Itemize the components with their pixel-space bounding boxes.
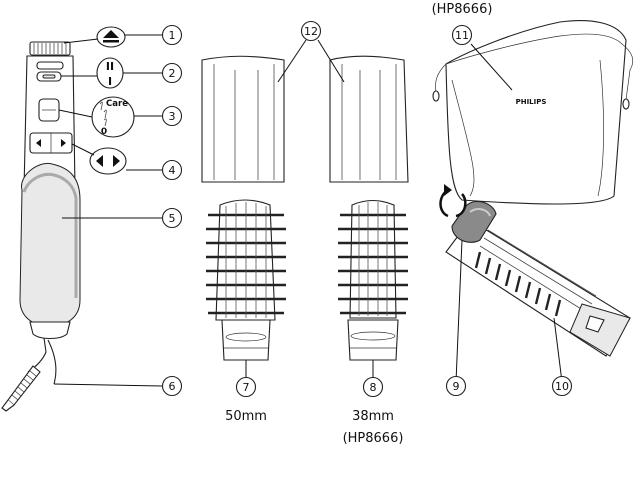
svg-text:1: 1	[169, 29, 176, 42]
storage-pouch: PHILIPS	[432, 20, 634, 205]
brand-label: PHILIPS	[516, 98, 547, 106]
callout-4: 4	[161, 159, 183, 181]
rotation-arrows-icon	[439, 184, 467, 218]
svg-text:9: 9	[453, 380, 460, 393]
svg-text:12: 12	[304, 25, 318, 38]
callout-1: 1	[161, 24, 183, 46]
switch-0-label: 0	[101, 127, 107, 137]
switch-2-label: II	[106, 60, 114, 73]
protective-cap-large	[201, 55, 285, 183]
svg-text:8: 8	[370, 381, 377, 394]
svg-text:3: 3	[169, 110, 176, 123]
release-arrow-icon	[103, 30, 119, 38]
rotation-buttons-callout	[71, 143, 162, 175]
care-setting-icon	[99, 101, 107, 127]
callout-8: 8	[362, 376, 384, 398]
caption-model-bottom: (HP8666)	[343, 431, 404, 446]
care-switch-callout: Care 0	[58, 96, 162, 138]
svg-text:5: 5	[169, 212, 176, 225]
callout-2: 2	[161, 62, 183, 84]
callout-11: 11	[451, 24, 473, 46]
callout-12: 12	[300, 20, 322, 42]
thermobrush-attachment	[445, 200, 631, 357]
callout-5: 5	[161, 207, 183, 229]
svg-text:10: 10	[555, 380, 569, 393]
svg-text:11: 11	[455, 29, 469, 42]
caption-50mm: 50mm	[225, 409, 267, 424]
caption-model-top: (HP8666)	[432, 2, 493, 17]
switch-1-label: I	[108, 75, 112, 88]
callout-9: 9	[445, 375, 467, 397]
svg-text:4: 4	[169, 164, 176, 177]
callout-10: 10	[551, 375, 573, 397]
svg-text:2: 2	[169, 67, 176, 80]
rotation-circle-icon	[89, 147, 127, 175]
svg-text:6: 6	[169, 380, 176, 393]
svg-text:7: 7	[243, 381, 250, 394]
callout-6: 6	[161, 375, 183, 397]
release-button-callout	[63, 26, 162, 48]
hair-styler-handle	[1, 41, 81, 412]
brush-50mm	[206, 199, 286, 361]
protective-cap-small	[329, 55, 409, 183]
brush-38mm	[338, 199, 408, 361]
caption-38mm: 38mm	[352, 409, 394, 424]
callout-3: 3	[161, 105, 183, 127]
care-label: Care	[106, 99, 128, 109]
power-switch-callout: II I	[61, 57, 162, 89]
callout-7: 7	[235, 376, 257, 398]
power-cord	[1, 365, 41, 412]
